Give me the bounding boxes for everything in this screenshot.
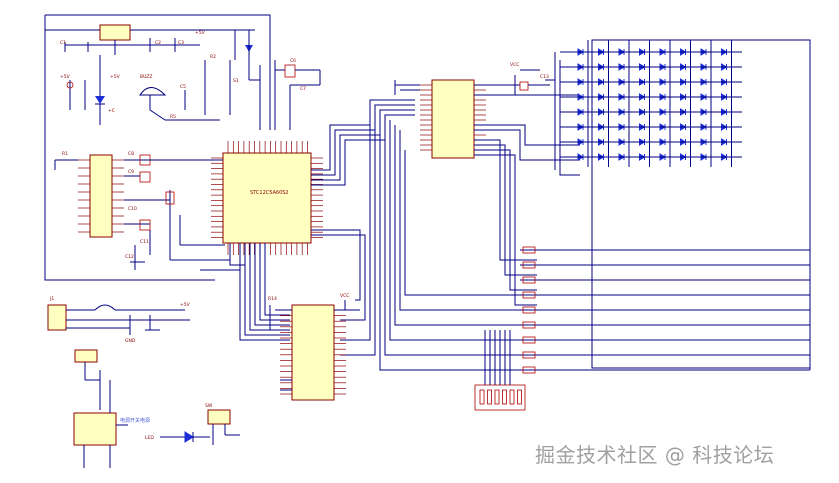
mcu-chip [222, 152, 312, 244]
connector-pin [494, 389, 500, 405]
connector-pin [479, 389, 485, 405]
led-matrix [554, 39, 811, 369]
driver-chip-section: VCC C13 [394, 62, 580, 306]
mcu-to-latch-wires [200, 243, 290, 341]
driver-chip [431, 79, 475, 159]
connector-pin [509, 389, 515, 405]
svg-text:R5: R5 [170, 114, 176, 120]
mcu-label: STC12C5A60S2 [250, 190, 289, 196]
power-connector [47, 304, 67, 331]
svg-text:R1: R1 [62, 151, 68, 157]
bus-connector [474, 384, 526, 411]
svg-text:R2: R2 [210, 54, 216, 60]
svg-text:C8: C8 [128, 151, 134, 157]
svg-text:C9: C9 [128, 169, 134, 175]
switch-section: SW [205, 403, 240, 445]
latch-chip-section: R14 VCC [268, 293, 360, 401]
bus-resistor [522, 351, 536, 359]
power-switch [207, 409, 231, 425]
svg-text:BUZZ: BUZZ [140, 74, 152, 80]
svg-text:GND: GND [125, 338, 136, 344]
svg-text:C1: C1 [60, 40, 66, 46]
crystal-oscillator: C6 C7 [274, 58, 321, 130]
connector-pin [517, 389, 522, 405]
power-note: 电源开关电源 [120, 417, 150, 424]
bus-resistor [522, 321, 536, 329]
svg-text:C12: C12 [125, 254, 134, 260]
bus-resistor [522, 261, 536, 269]
led-label: LED [145, 435, 154, 441]
watermark: 掘金技术社区 @ 科技论坛 [535, 443, 775, 467]
serial-chip-section: R1 C8 C9 C10 C11 C12 [54, 151, 225, 270]
svg-text:C11: C11 [140, 239, 149, 245]
power-header [74, 349, 98, 363]
bus-resistor [522, 276, 536, 284]
bus-resistor [522, 336, 536, 344]
svg-text:J1: J1 [49, 296, 54, 302]
mcu-section: STC12C5A60S2 [211, 141, 323, 255]
matrix-frame [591, 39, 811, 369]
connector-pin [502, 389, 507, 405]
bus-resistor [522, 291, 536, 299]
svg-text:+5V: +5V [195, 30, 206, 36]
mcu-to-driver-wires [311, 99, 537, 371]
svg-text:R14: R14 [268, 296, 277, 302]
svg-text:+5V: +5V [180, 302, 191, 308]
svg-text:+5V: +5V [60, 74, 71, 80]
power-module-section: 电源开关电源 [73, 349, 150, 468]
svg-text:C5: C5 [180, 84, 186, 90]
voltage-regulator [99, 24, 131, 41]
latch-chip [291, 304, 335, 401]
svg-text:C10: C10 [128, 206, 137, 212]
bus-resistor [522, 306, 536, 314]
svg-text:+5V: +5V [110, 74, 121, 80]
buzzer: BUZZ R5 [139, 74, 220, 121]
power-regulator-section: +5V +5V +C C1 C2 C3 +5V [44, 14, 271, 281]
connector-pin [487, 389, 492, 405]
bus-resistor [522, 246, 536, 254]
switch-label: SW [205, 403, 213, 409]
power-module [73, 412, 117, 446]
serial-chip [89, 154, 113, 238]
reset-circuit: R2 C5 S1 [180, 30, 261, 130]
status-led-section: LED [145, 431, 210, 443]
resistor-bus [484, 40, 811, 385]
power-input-section: J1 +5V GND [47, 296, 191, 344]
svg-text:+C: +C [108, 108, 115, 114]
svg-text:C6: C6 [290, 58, 296, 64]
svg-text:C2: C2 [155, 40, 161, 46]
svg-text:C7: C7 [300, 86, 306, 92]
svg-text:VCC: VCC [510, 62, 519, 68]
bus-resistor [522, 366, 536, 374]
svg-text:C3: C3 [178, 40, 184, 46]
svg-text:S1: S1 [233, 78, 239, 84]
svg-text:VCC: VCC [340, 293, 349, 299]
svg-text:C13: C13 [540, 74, 549, 80]
